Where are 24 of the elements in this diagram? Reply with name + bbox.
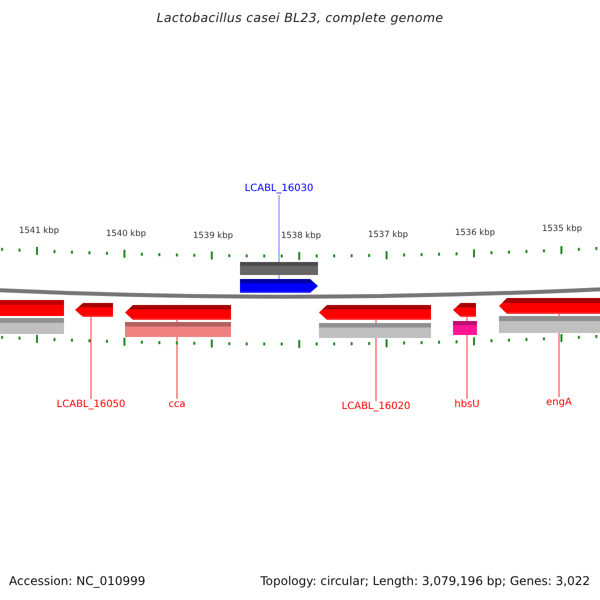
gene-feature xyxy=(125,305,231,320)
gene-label: engA xyxy=(539,397,579,409)
scale-label: 1536 kbp xyxy=(454,228,496,238)
diagram-title: Lactobacillus casei BL23, complete genome xyxy=(156,10,444,25)
gene-label: cca xyxy=(157,399,197,411)
gene-label: LCABL_16020 xyxy=(335,401,417,413)
accession-text: Accession: NC_010999 xyxy=(9,574,146,588)
gene-feature xyxy=(240,279,318,293)
scale-label: 1537 kbp xyxy=(366,230,410,240)
scale-label: 1539 kbp xyxy=(192,231,234,241)
leader-line xyxy=(90,316,92,400)
leader-line xyxy=(466,316,468,400)
scale-label: 1540 kbp xyxy=(104,229,148,239)
gene-feature xyxy=(75,303,113,317)
gene-feature xyxy=(499,298,600,314)
gene-label: LCABL_16030 xyxy=(239,183,319,195)
scale-label: 1538 kbp xyxy=(280,231,322,241)
genome-info-text: Topology: circular; Length: 3,079,196 bp; Genes: 3,022 xyxy=(260,574,590,588)
scale-label: 1541 kbp xyxy=(18,226,60,236)
gene-feature xyxy=(319,305,431,320)
gene-label: LCABL_16050 xyxy=(50,399,132,411)
scale-label: 1535 kbp xyxy=(540,224,584,234)
gene-label: hbsU xyxy=(447,399,487,411)
gene-feature xyxy=(453,303,476,317)
